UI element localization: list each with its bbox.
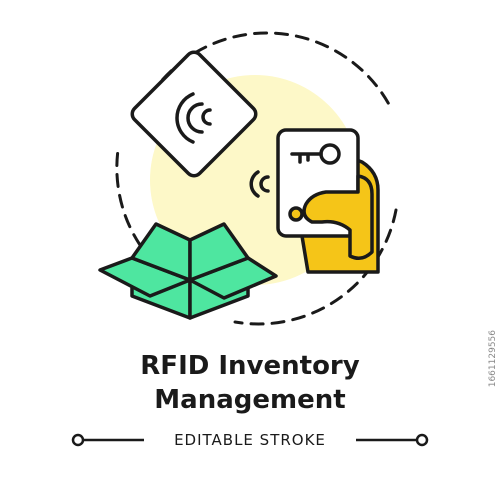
editable-stroke-row: EDITABLE STROKE <box>70 428 430 452</box>
open-box-icon <box>98 222 278 320</box>
rfid-inventory-illustration <box>98 31 398 326</box>
stroke-line-left-icon <box>71 433 144 447</box>
rfid-tag-icon <box>130 50 258 178</box>
title-line-2: Management <box>154 385 346 415</box>
title-line-1: RFID Inventory <box>140 351 360 381</box>
editable-stroke-label: EDITABLE STROKE <box>174 431 326 449</box>
watermark-id: 1661129556 <box>488 330 498 388</box>
wireless-signal-icon <box>249 170 270 198</box>
stroke-line-right-icon <box>356 433 429 447</box>
hand-fingers-icon <box>302 174 374 260</box>
